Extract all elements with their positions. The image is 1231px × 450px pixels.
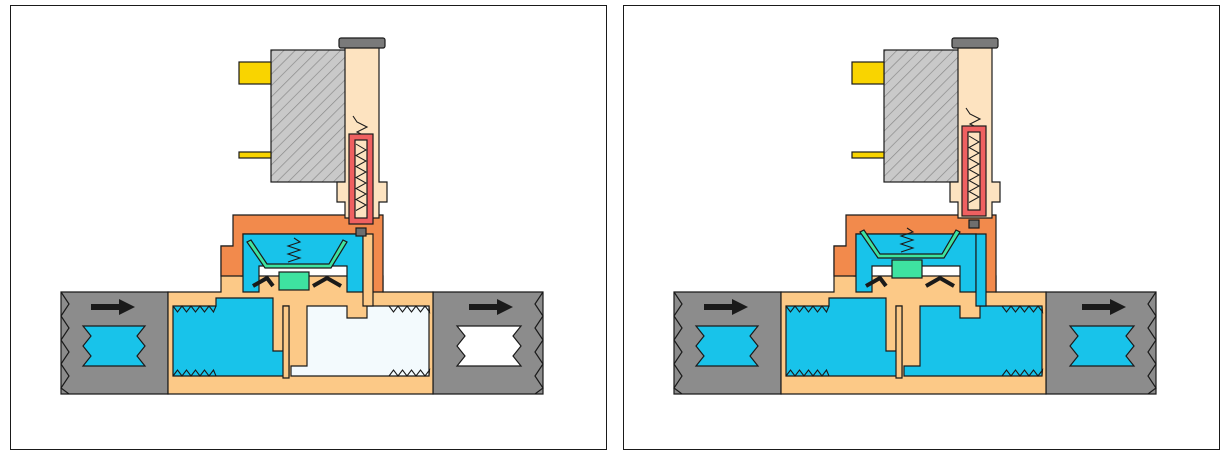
pilot-channel	[363, 234, 373, 306]
inlet-fluid-window	[83, 326, 145, 366]
solenoid-coil	[884, 50, 960, 182]
valve-closed-panel	[10, 5, 607, 450]
cap-nut	[952, 38, 998, 48]
solenoid-coil	[271, 50, 347, 182]
cap-nut	[339, 38, 385, 48]
seat-wall	[283, 306, 289, 378]
diaphragm-seal	[892, 260, 922, 278]
inlet-chamber	[173, 298, 289, 376]
valve-diagram	[11, 6, 605, 448]
valve-diagram	[624, 6, 1218, 448]
valve-open-panel	[623, 5, 1220, 450]
plunger-seal	[969, 220, 979, 228]
inlet-chamber	[786, 298, 902, 376]
inlet-fluid-window	[696, 326, 758, 366]
outlet-fluid-window	[457, 326, 521, 366]
outlet-fluid-window	[1070, 326, 1134, 366]
coil-pin	[852, 152, 884, 158]
diaphragm-seal	[279, 272, 309, 290]
plunger-bore	[355, 140, 367, 218]
plunger-seal	[356, 228, 366, 236]
coil-pin	[239, 152, 271, 158]
seat-wall	[896, 306, 902, 378]
plunger-bore	[968, 132, 980, 210]
coil-connector	[852, 62, 884, 84]
pilot-channel	[976, 234, 986, 306]
coil-connector	[239, 62, 271, 84]
